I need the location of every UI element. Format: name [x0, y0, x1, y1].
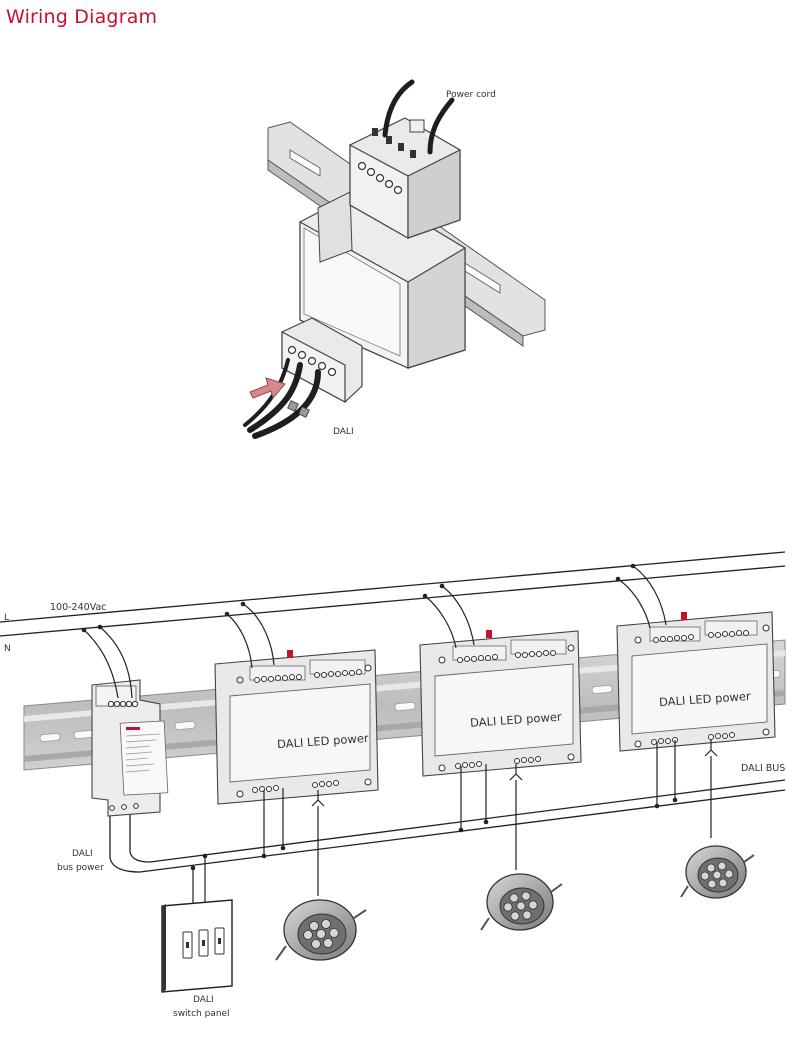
module-3-label: DALI LED power [659, 689, 752, 709]
module-dali-wires [263, 740, 676, 856]
page-title: Wiring Diagram [6, 6, 158, 28]
mains-lines [0, 551, 786, 637]
module-2-label: DALI LED power [470, 710, 563, 730]
module-1-label: DALI LED power [277, 731, 370, 751]
top-terminal-screws [357, 161, 403, 195]
line-n-label: N [4, 644, 11, 654]
switch-panel-label-2: switch panel [173, 1009, 230, 1019]
top-figure: Power cord DALI [243, 79, 546, 439]
bottom-terminal-screws [287, 345, 337, 377]
voltage-label: 100-240Vac [50, 602, 107, 613]
bus-power-label-1: DALI [72, 849, 93, 859]
led-downlight-3 [680, 740, 755, 899]
power-cord [382, 79, 455, 155]
dali-led-power-module-3: DALI LED power [616, 611, 776, 752]
dali-led-power-module-1: DALI LED power [214, 649, 379, 805]
dali-label: DALI [333, 427, 354, 437]
dali-bus-lines [109, 779, 786, 873]
din-module [281, 117, 466, 404]
switch-panel-label-1: DALI [193, 995, 214, 1005]
led-downlight-2 [480, 764, 563, 931]
line-l [0, 551, 786, 623]
dali-led-power-module-2: DALI LED power [419, 630, 582, 777]
power-cord-label: Power cord [446, 90, 496, 100]
bottom-figure: L N 100-240Vac DALI BUS [0, 551, 786, 1019]
module-mains-wires [226, 565, 667, 669]
line-n [0, 565, 786, 637]
bus-power-label-2: bus power [57, 863, 104, 873]
led-downlight-1 [275, 790, 367, 961]
dali-switch-panel [161, 856, 233, 993]
bottom-din-rail [23, 639, 786, 771]
line-l-label: L [4, 613, 9, 623]
dali-bus-power-supply [91, 679, 169, 817]
insert-arrow-icon [249, 377, 286, 400]
dali-bus-label: DALI BUS [741, 763, 785, 774]
